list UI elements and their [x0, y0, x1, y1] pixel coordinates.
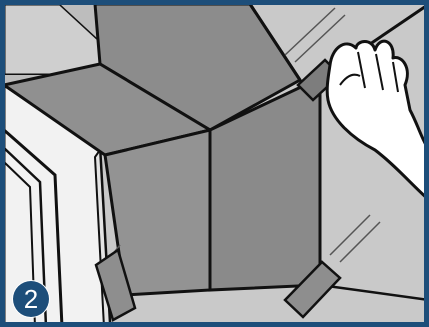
step-number-badge: 2: [13, 281, 49, 317]
door-frame: [4, 4, 110, 327]
